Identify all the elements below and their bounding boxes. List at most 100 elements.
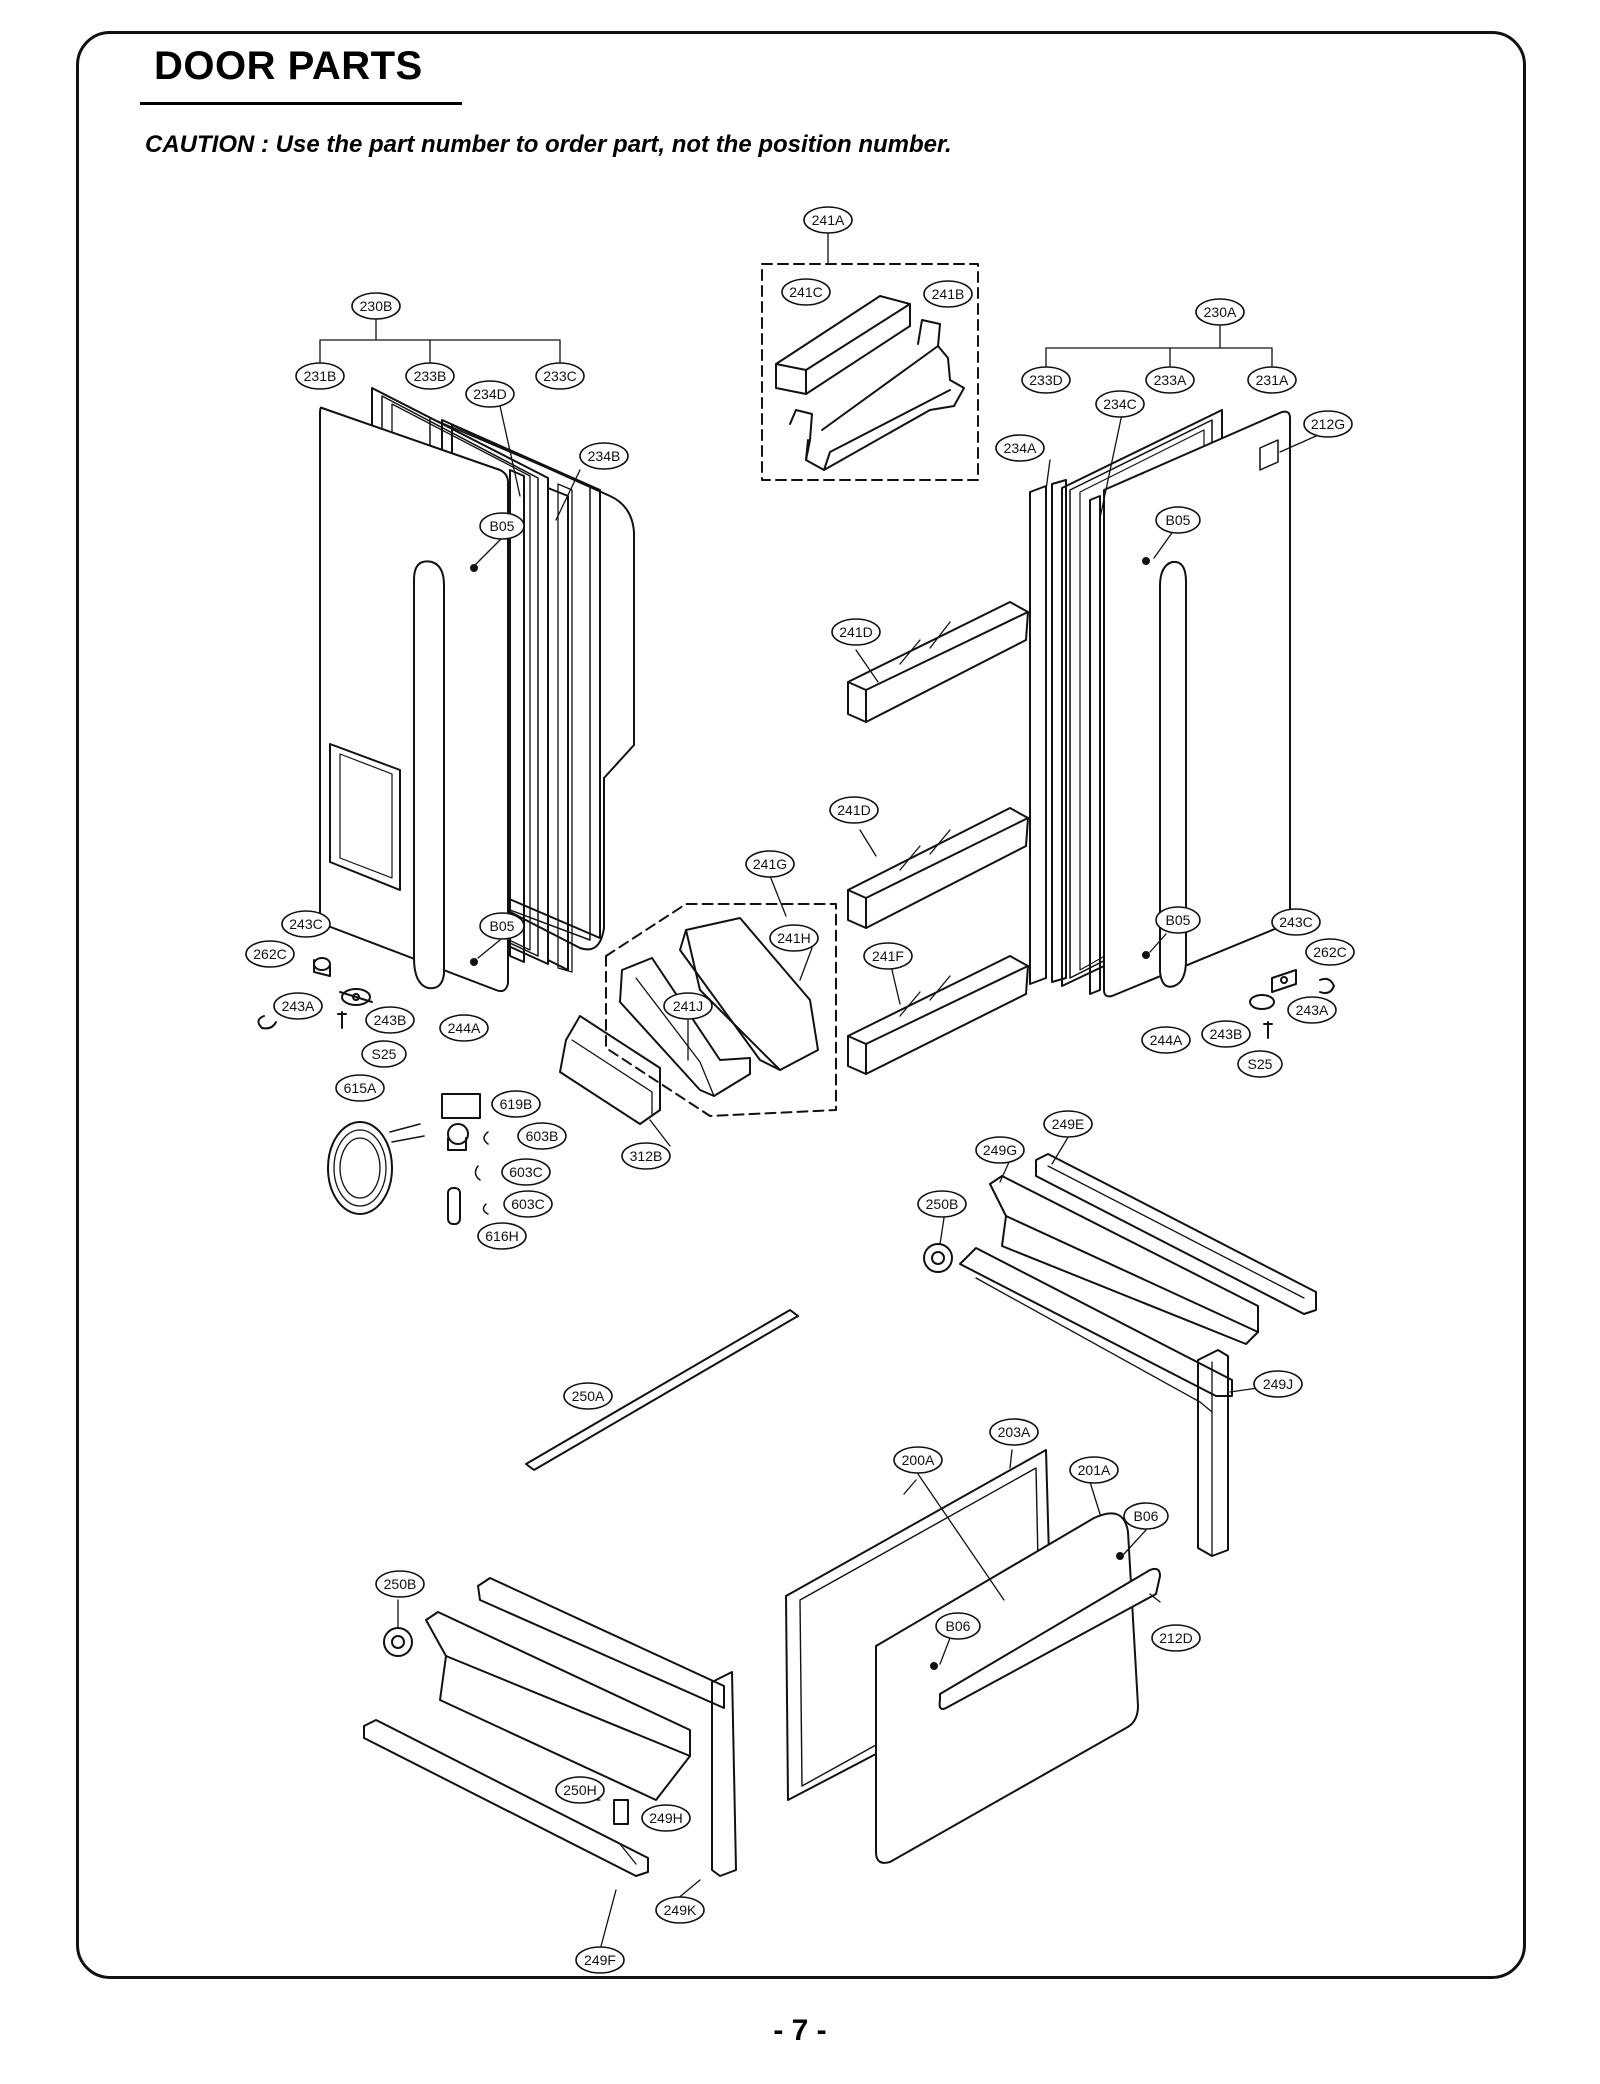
callout-B06-right: B06: [1123, 1502, 1169, 1530]
callout-250A: 250A: [563, 1382, 613, 1410]
callout-B05-upper-left: B05: [479, 512, 525, 540]
callout-text: 234B: [588, 448, 621, 464]
callout-241A: 241A: [803, 206, 853, 234]
water-valve-assembly: [327, 1093, 489, 1225]
callout-text: 231B: [304, 368, 337, 384]
callout-241H: 241H: [769, 924, 819, 952]
callout-234C: 234C: [1095, 390, 1145, 418]
callout-244A-right: 244A: [1141, 1026, 1191, 1054]
callout-244A-left: 244A: [439, 1014, 489, 1042]
callout-labels: 241A 241C 241B 230B 231B 233B 234D 233C …: [245, 206, 1355, 1974]
callout-text: 233D: [1029, 372, 1062, 388]
callout-text: 603B: [526, 1128, 559, 1144]
callout-212G: 212G: [1303, 410, 1353, 438]
callout-text: 241G: [753, 856, 787, 872]
callout-250B-upper: 250B: [917, 1190, 967, 1218]
callout-text: 233B: [414, 368, 447, 384]
left-door-panel: [319, 406, 509, 993]
callout-text: 243A: [282, 998, 315, 1014]
callout-text: 241D: [837, 802, 870, 818]
basket-assembly-241G: [605, 903, 837, 1117]
callout-text: 234D: [473, 386, 506, 402]
callout-B06-left: B06: [935, 1612, 981, 1640]
gear-250B-upper: [923, 1243, 953, 1273]
callout-249F: 249F: [575, 1946, 625, 1974]
callout-text: 212G: [1311, 416, 1345, 432]
callout-243A-left: 243A: [273, 992, 323, 1020]
callout-text: 619B: [500, 1096, 533, 1112]
callout-B05-lower-right: B05: [1155, 906, 1201, 934]
callout-text: 250B: [926, 1196, 959, 1212]
callout-241G: 241G: [745, 850, 795, 878]
callout-text: 244A: [448, 1020, 481, 1036]
callout-243C-right: 243C: [1271, 908, 1321, 936]
callout-text: 312B: [630, 1148, 663, 1164]
page-title: DOOR PARTS: [154, 44, 423, 88]
callout-text: 249E: [1052, 1116, 1085, 1132]
callout-text: 250A: [572, 1388, 605, 1404]
callout-233C: 233C: [535, 362, 585, 390]
callout-603B: 603B: [517, 1122, 567, 1150]
callout-250H: 250H: [555, 1776, 605, 1804]
callout-text: 212D: [1159, 1630, 1192, 1646]
callout-241F: 241F: [863, 942, 913, 970]
callout-text: 250H: [563, 1782, 596, 1798]
callout-S25-right: S25: [1237, 1050, 1283, 1078]
callout-B05-upper-right: B05: [1155, 506, 1201, 534]
callout-text: 615A: [344, 1080, 377, 1096]
callout-230B: 230B: [351, 292, 401, 320]
callout-200A: 200A: [893, 1446, 943, 1474]
callout-603C-lower: 603C: [503, 1190, 553, 1218]
callout-615A: 615A: [335, 1074, 385, 1102]
callout-233D: 233D: [1021, 366, 1071, 394]
callout-234B: 234B: [579, 442, 629, 470]
callout-text: B05: [490, 518, 515, 534]
callout-text: 241J: [673, 998, 703, 1014]
callout-text: 243B: [1210, 1026, 1243, 1042]
bracket-312B: [559, 1015, 661, 1125]
callout-text: 230B: [360, 298, 393, 314]
callout-262C-left: 262C: [245, 940, 295, 968]
callout-text: B05: [490, 918, 515, 934]
callout-text: 262C: [1313, 944, 1346, 960]
callout-234A: 234A: [995, 434, 1045, 462]
callout-262C-right: 262C: [1305, 938, 1355, 966]
callout-234D: 234D: [465, 380, 515, 408]
callout-231A: 231A: [1247, 366, 1297, 394]
callout-text: 230A: [1204, 304, 1237, 320]
callout-text: 603C: [511, 1196, 544, 1212]
callout-text: 241C: [789, 284, 822, 300]
callout-text: 244A: [1150, 1032, 1183, 1048]
callout-243B-left: 243B: [365, 1006, 415, 1034]
callout-312B: 312B: [621, 1142, 671, 1170]
callout-text: 243A: [1296, 1002, 1329, 1018]
callout-text: 241D: [839, 624, 872, 640]
callout-241B: 241B: [923, 280, 973, 308]
callout-249G: 249G: [975, 1136, 1025, 1164]
callout-243B-right: 243B: [1201, 1020, 1251, 1048]
left-hinge-parts: [257, 957, 373, 1030]
callout-text: 250B: [384, 1576, 417, 1592]
callout-text: S25: [1248, 1056, 1273, 1072]
callout-233B: 233B: [405, 362, 455, 390]
callout-text: 616H: [485, 1228, 518, 1244]
right-door-assembly: [1029, 409, 1335, 1039]
callout-249K: 249K: [655, 1896, 705, 1924]
callout-243A-right: 243A: [1287, 996, 1337, 1024]
callout-241D-upper: 241D: [831, 618, 881, 646]
callout-203A: 203A: [989, 1418, 1039, 1446]
callout-233A: 233A: [1145, 366, 1195, 394]
callout-603C-upper: 603C: [501, 1158, 551, 1186]
callout-text: 243C: [289, 916, 322, 932]
callout-241D-middle: 241D: [829, 796, 879, 824]
basket-assembly-241A: [761, 263, 979, 481]
callout-text: B06: [946, 1618, 971, 1634]
callout-text: 203A: [998, 1424, 1031, 1440]
callout-text: 241H: [777, 930, 810, 946]
callout-text: 241B: [932, 286, 965, 302]
title-underline: [140, 102, 462, 105]
callout-249H: 249H: [641, 1804, 691, 1832]
callout-text: S25: [372, 1046, 397, 1062]
caution-note: CAUTION : Use the part number to order p…: [145, 131, 952, 158]
callout-text: B06: [1134, 1508, 1159, 1524]
